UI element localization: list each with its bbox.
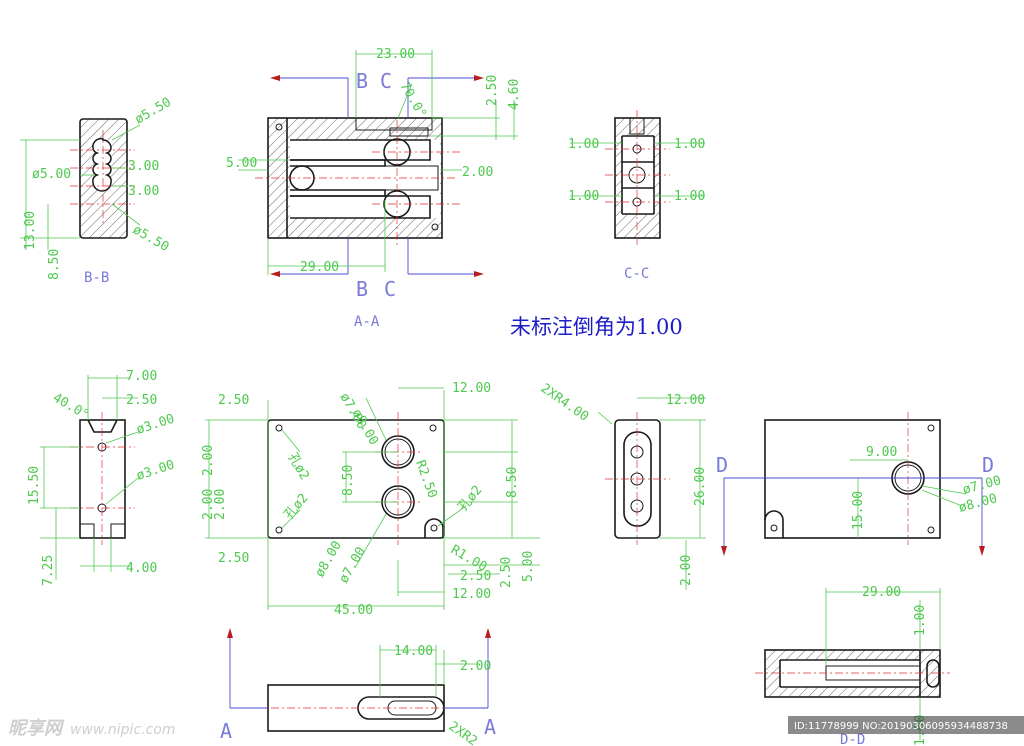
cc-dim-2: 1.00 [568,189,599,204]
aa-dim-2: 2.50 [485,75,500,106]
end-dim-0: 2XR4.00 [538,381,591,425]
section-cc-label: C-C [624,266,649,282]
section-cc-view: 1.00 1.00 1.00 1.00 C-C [568,110,705,282]
dd-dim-0: 29.00 [862,585,901,600]
top-dim-12: R2.50 [412,458,439,500]
aa-dim-5: 2.00 [462,165,493,180]
bottom-view: 14.00 2.00 2XR2 A A [220,628,496,746]
top-dim-21: 45.00 [334,603,373,618]
cc-dim-3: 1.00 [674,189,705,204]
top-dim-0: 2.50 [218,393,249,408]
top-dim-4: 2.50 [218,551,249,566]
cc-dim-1: 1.00 [674,137,705,152]
side-dim-1: 40.0° [50,390,91,423]
side-dim-4: ø3.00 [135,457,177,483]
cut-letter-a-right: A [484,715,496,739]
top-dim-13: 8.50 [505,467,520,498]
right-dim-0: 9.00 [866,445,897,460]
side-dim-3: ø3.00 [135,411,177,437]
top-dim-9: 孔ø2 [282,491,312,523]
watermark: 昵享网 www.nipic.com ID:11778999 NO:2019030… [8,716,1024,739]
top-view: 2.50 2.00 2.00 2.00 2.50 ø8.00 ø7.00 12.… [201,381,540,618]
end-dim-3: 2.00 [679,555,694,586]
section-dd-label: D-D [840,732,865,746]
section-aa-view: 23.00 70.0° 2.50 4.60 5.00 2.00 29.00 B … [226,47,522,330]
cut-letter-c-top: C [380,69,392,93]
watermark-id: ID:11778999 NO:20190306095934488738 [794,721,1008,732]
bb-dim-6: 8.50 [47,249,62,280]
cut-letter-c-bottom: C [384,277,396,301]
bb-dim-3: 3.00 [128,184,159,199]
side-view: 7.00 40.0° 2.50 ø3.00 ø3.00 15.50 7.25 4… [27,369,176,586]
bb-dim-2: 3.00 [128,159,159,174]
bottom-dim-0: 14.00 [394,644,433,659]
bb-dim-4: ø5.50 [130,222,171,255]
cut-letter-d-left: D [716,453,728,477]
cut-letter-a-left: A [220,719,232,743]
bottom-dim-2: 2XR2 [446,719,480,746]
bb-dim-1: ø5.00 [32,167,71,182]
watermark-url: www.nipic.com [70,722,176,738]
aa-dim-0: 23.00 [376,47,415,62]
bb-dim-0: ø5.50 [133,95,174,128]
top-dim-20: 12.00 [452,587,491,602]
top-dim-1: 2.00 [201,445,216,476]
right-view: D D 9.00 15.00 ø7.00 ø8.00 [716,412,1003,556]
aa-dim-4: 5.00 [226,156,257,171]
chamfer-note: 未标注倒角为1.00 [510,315,683,339]
side-dim-0: 7.00 [126,369,157,384]
section-bb-label: B-B [84,270,109,286]
top-dim-11: 8.50 [341,465,356,496]
cut-letter-b-bottom: B [356,277,368,301]
side-dim-7: 4.00 [126,561,157,576]
top-dim-17: 2.50 [460,569,491,584]
side-dim-6: 7.25 [41,555,56,586]
top-dim-7: 12.00 [452,381,491,396]
end-dim-1: 12.00 [666,393,705,408]
top-dim-2: 2.00 [201,489,216,520]
top-dim-18: 2.50 [499,557,514,588]
dd-dim-1: 1.00 [913,605,928,636]
aa-dim-6: 29.00 [300,260,339,275]
right-dim-1: 15.00 [851,491,866,530]
cc-dim-0: 1.00 [568,137,599,152]
side-dim-5: 15.50 [27,466,42,505]
watermark-logo: 昵享网 [8,718,65,739]
section-bb-view: ø5.50 ø5.00 3.00 3.00 ø5.50 13.00 8.50 B… [20,95,174,286]
top-dim-19: 5.00 [521,551,536,582]
top-dim-8: 孔ø2 [285,451,312,483]
end-view: 2XR4.00 12.00 26.00 2.00 [538,381,708,590]
side-dim-2: 2.50 [126,393,157,408]
end-dim-2: 26.00 [693,467,708,506]
bb-dim-5: 13.00 [23,211,38,250]
top-dim-3: 2.00 [213,489,228,520]
cut-letter-b-top: B [356,69,368,93]
aa-dim-1: 70.0° [397,80,430,121]
aa-dim-3: 4.60 [507,79,522,110]
cut-letter-d-right: D [982,453,994,477]
top-dim-10: 孔ø2 [456,483,486,515]
bottom-dim-1: 2.00 [460,659,491,674]
section-aa-label: A-A [354,314,380,330]
